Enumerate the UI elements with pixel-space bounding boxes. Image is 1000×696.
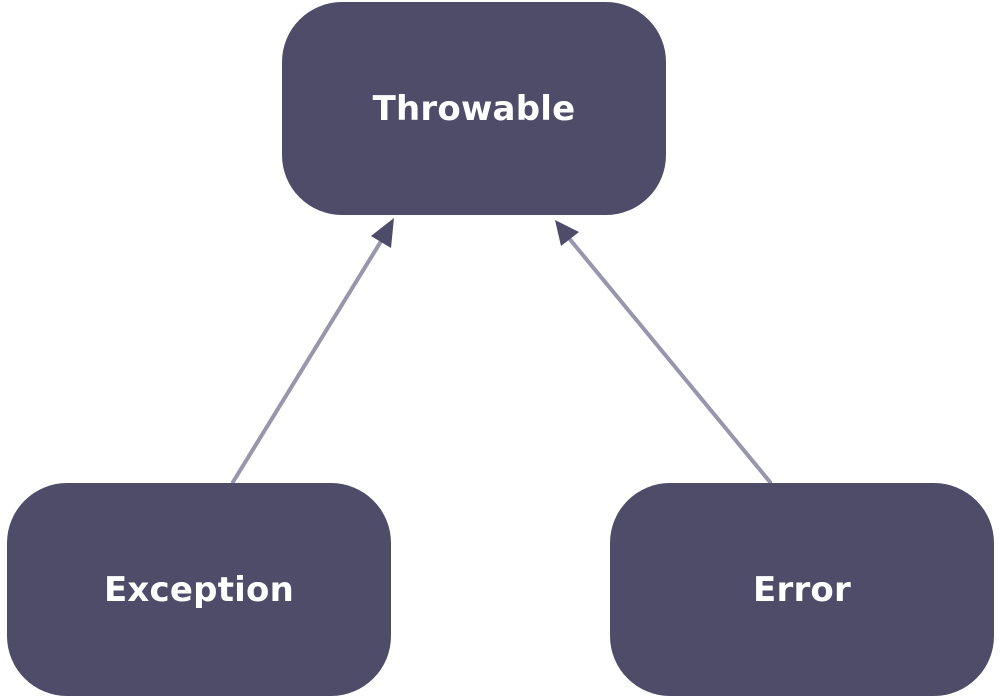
node-error-label: Error xyxy=(753,569,851,610)
node-exception: Exception xyxy=(7,483,391,696)
node-throwable: Throwable xyxy=(282,2,666,215)
edge-error-to-throwable xyxy=(566,235,772,484)
node-throwable-label: Throwable xyxy=(372,88,576,129)
edge-exception-to-throwable xyxy=(231,236,385,484)
node-error: Error xyxy=(610,483,994,696)
arrowhead-exception-to-throwable xyxy=(371,218,394,248)
arrowhead-error-to-throwable xyxy=(555,220,579,246)
node-exception-label: Exception xyxy=(104,569,294,610)
